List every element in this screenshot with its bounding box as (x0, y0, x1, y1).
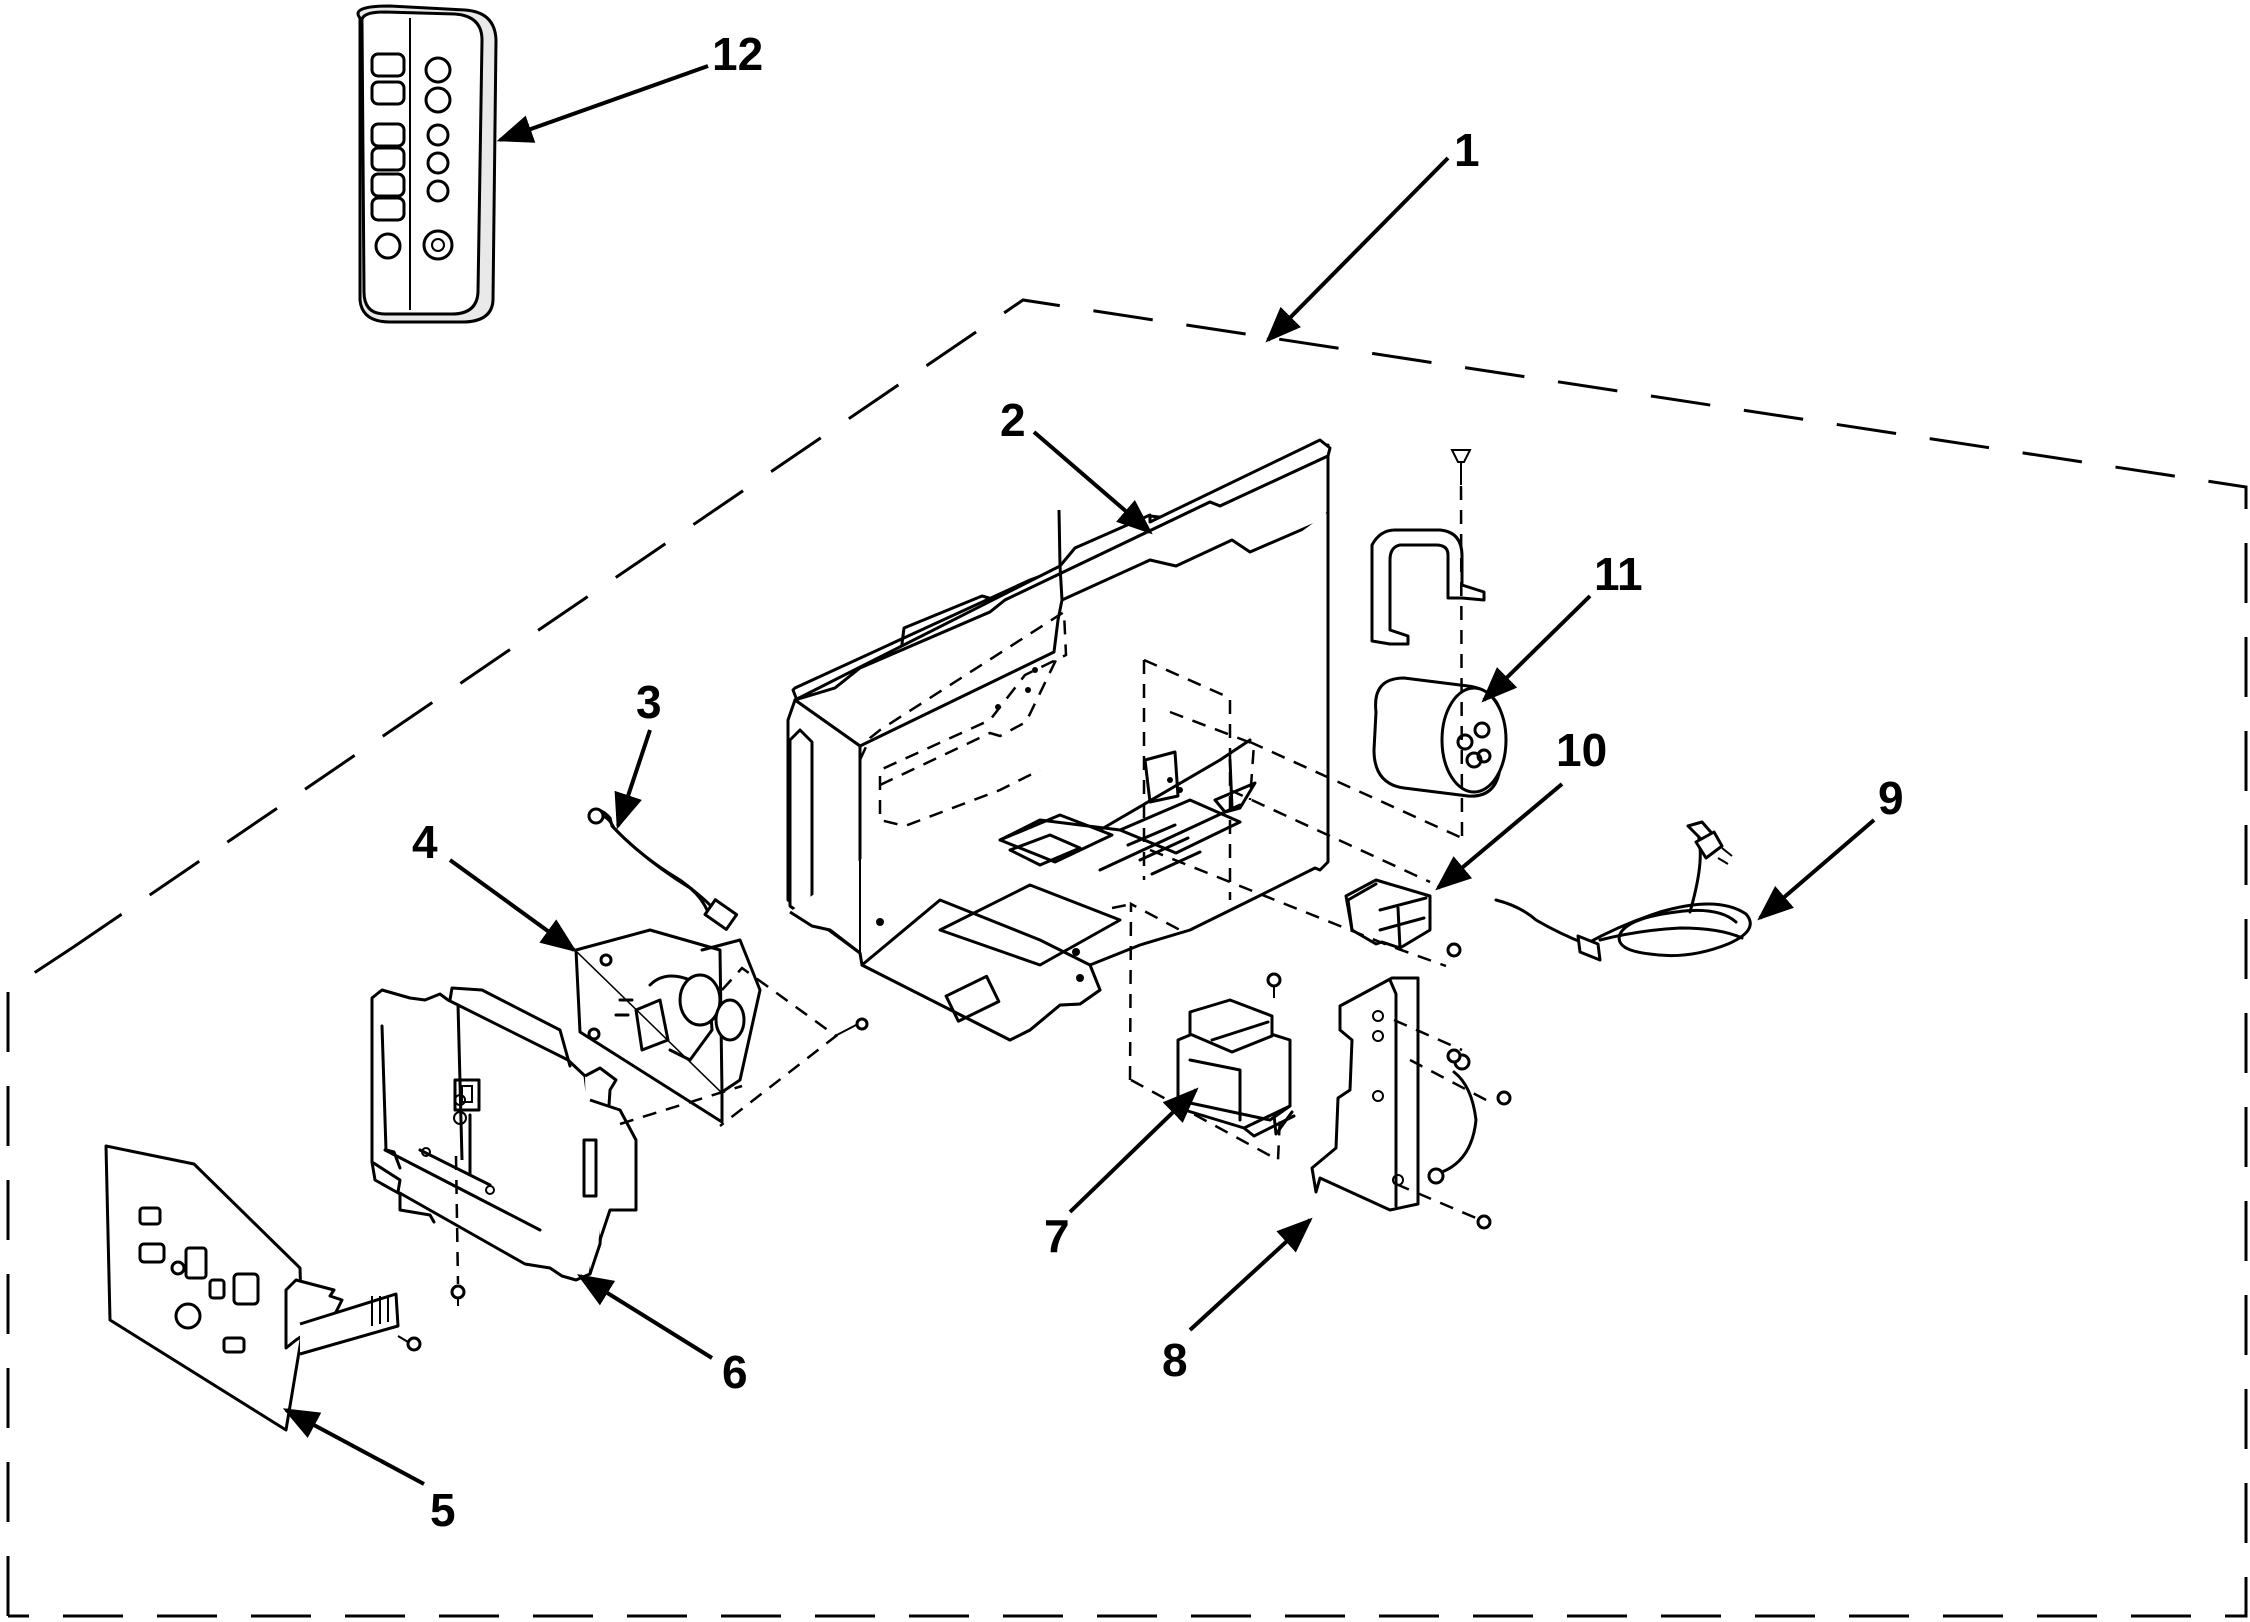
callout-3: 3 (636, 676, 662, 728)
power-cord (1494, 820, 1752, 962)
mounting-bracket (1310, 976, 1512, 1230)
control-box-chassis (786, 438, 1332, 1042)
front-decal-panel (104, 1144, 422, 1432)
leader-5 (282, 1408, 425, 1486)
capacitor-with-strap (1249, 449, 1508, 840)
callout-leaders (282, 64, 1876, 1486)
leader-6 (576, 1274, 714, 1360)
remote-button-column-left (370, 52, 406, 260)
callout-4: 4 (412, 816, 438, 868)
callout-8: 8 (1162, 1334, 1188, 1386)
callout-2: 2 (1000, 394, 1026, 446)
leader-8 (1188, 1217, 1313, 1332)
terminal-block (1149, 788, 1462, 968)
callout-5: 5 (430, 1484, 456, 1536)
callout-10: 10 (1556, 724, 1607, 776)
callout-9: 9 (1878, 772, 1904, 824)
leader-11 (1481, 594, 1592, 703)
leader-1 (1265, 156, 1450, 343)
transformer (1111, 901, 1296, 1163)
callout-12: 12 (712, 28, 763, 80)
leader-12 (496, 64, 709, 143)
remote-control (356, 4, 498, 324)
callout-7: 7 (1044, 1210, 1070, 1262)
callout-11: 11 (1594, 548, 1643, 600)
main-pcb (574, 928, 869, 1127)
assembly-boundary (6, 298, 2248, 1618)
leader-3 (614, 729, 652, 830)
leader-9 (1757, 818, 1876, 921)
callout-1: 1 (1454, 124, 1480, 176)
leader-2 (1032, 430, 1153, 535)
wire-harness (587, 807, 739, 931)
leader-4 (448, 858, 577, 953)
callout-6: 6 (722, 1346, 748, 1398)
control-panel-housing (370, 986, 743, 1306)
remote-button-column-right (422, 56, 454, 261)
callout-labels: 12 1 2 11 3 4 10 9 7 8 6 5 (412, 28, 1904, 1536)
leader-7 (1068, 1087, 1199, 1214)
leader-10 (1435, 782, 1564, 891)
